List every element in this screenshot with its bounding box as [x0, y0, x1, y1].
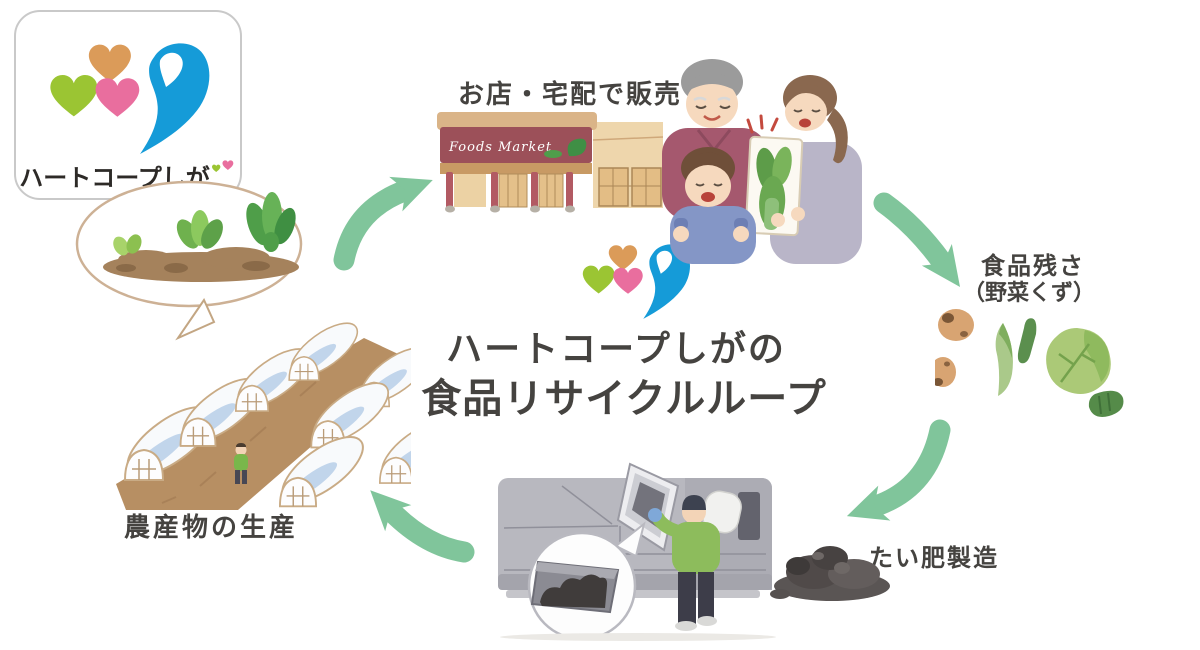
- greenhouse-tunnel: [278, 436, 364, 508]
- okra-scrap: [1017, 318, 1037, 364]
- seedling-medium: [176, 210, 223, 249]
- worker-glove: [648, 508, 662, 522]
- cabbage-scrap: [1088, 390, 1124, 417]
- farm-illustration: [75, 180, 411, 510]
- dirt-path: [116, 338, 411, 510]
- stage-sublabel-residue: （野菜くず）: [963, 281, 1096, 306]
- compost-pile-illustration: [770, 546, 890, 601]
- greenhouse-tunnel: [378, 420, 411, 484]
- store-illustration: Foods Market: [437, 112, 663, 213]
- sign-vegetable-icon: [544, 150, 562, 158]
- vegetable-bag: [744, 135, 804, 237]
- seedling-small: [113, 234, 142, 256]
- store-pillars: [446, 172, 573, 208]
- stage-label-compost: たい肥製造: [869, 544, 999, 572]
- family-illustration: [662, 59, 862, 264]
- stage-label-sales: お店・宅配で販売: [458, 80, 683, 110]
- heart-coop-logo-icon: [46, 40, 214, 154]
- arrow-residue-to-compost: [846, 419, 951, 521]
- vegetable-scraps-illustration: [935, 309, 1124, 417]
- store-windows-right: [598, 167, 662, 207]
- sprout-thought-bubble: [75, 180, 303, 341]
- bubble-tail: [175, 297, 216, 341]
- seedling-large: [246, 192, 296, 252]
- stage-label-residue: 食品残さ: [981, 252, 1085, 280]
- diagram-title-line1: ハートコープしがの: [446, 329, 786, 370]
- leaf-scrap: [1046, 328, 1111, 394]
- leek-scrap: [995, 323, 1013, 396]
- worker-figure: [648, 490, 742, 631]
- farmer-figure: [234, 443, 248, 484]
- sign-swirl-icon: [567, 138, 587, 157]
- potato-scraps: [935, 309, 974, 387]
- store-sign-text: Foods Market: [448, 140, 552, 155]
- arrow-farm-to-store: [333, 176, 433, 271]
- compost-machine-illustration: [498, 462, 776, 641]
- sparkle-emphasis-marks: [746, 114, 779, 134]
- compost-closeup-bubble: [527, 521, 646, 641]
- arrow-compost-to-farm: [370, 490, 475, 563]
- soil-mound: [103, 247, 299, 282]
- boy-figure: [670, 147, 756, 264]
- machine-door: [738, 492, 760, 540]
- greenhouse-tunnel: [288, 322, 359, 381]
- arrow-store-to-residue: [873, 192, 961, 287]
- stage-label-farming: 農産物の生産: [124, 513, 299, 543]
- diagram-title-line2: 食品リサイクルループ: [421, 376, 827, 422]
